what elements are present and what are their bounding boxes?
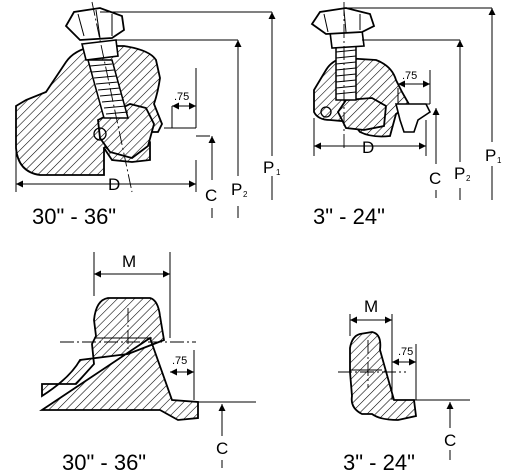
bonnet-nut	[81, 39, 119, 61]
dim-C-label: C	[429, 169, 441, 188]
caption-top-left: 30" - 36"	[32, 204, 116, 229]
pin-circle	[320, 106, 332, 118]
caption-bottom-right: 3" - 24"	[343, 450, 415, 473]
dim-75-label: .75	[398, 346, 413, 358]
dim-C-label: C	[205, 186, 217, 205]
dim-C-label: C	[216, 439, 228, 458]
dim-D-label: D	[362, 138, 374, 157]
caption-bottom-left: 30" - 36"	[62, 450, 146, 473]
port-flange	[394, 103, 432, 133]
dim-P2-subscript: 2	[466, 174, 471, 183]
figure-bottom-right: M .75 C 3" - 24"	[338, 297, 470, 473]
figure-top-left: .75 D C P 2 P 1 30" - 36"	[15, 1, 281, 229]
figure-bottom-left: M .75 C 30" - 36"	[39, 252, 256, 473]
dim-P1-subscript: 1	[276, 168, 281, 177]
body-section	[349, 331, 417, 421]
dim-C-label: C	[444, 431, 456, 450]
stem-centerline	[91, 1, 133, 193]
handwheel	[64, 7, 125, 41]
dim-P1-label: P	[485, 146, 496, 165]
figure-top-right: .75 D C P 2 P 1 3" - 24"	[310, 2, 502, 229]
pin-circle	[93, 127, 107, 141]
dim-P2-subscript: 2	[243, 190, 248, 199]
dim-M-label: M	[364, 297, 378, 316]
dim-P1-subscript: 1	[497, 156, 502, 165]
dim-75-label: .75	[174, 91, 189, 103]
dim-P1-label: P	[263, 158, 274, 177]
seat-ring	[336, 97, 387, 131]
dim-M-label: M	[122, 252, 136, 271]
dim-P2-label: P	[454, 164, 465, 183]
dim-75-label: .75	[402, 70, 417, 82]
dim-75-label: .75	[172, 355, 187, 367]
caption-top-right: 3" - 24"	[313, 204, 385, 229]
valve-stem	[335, 43, 357, 101]
handwheel	[310, 7, 376, 35]
dim-D-label: D	[108, 175, 120, 194]
body-section	[39, 297, 199, 421]
dim-P2-label: P	[231, 180, 242, 199]
